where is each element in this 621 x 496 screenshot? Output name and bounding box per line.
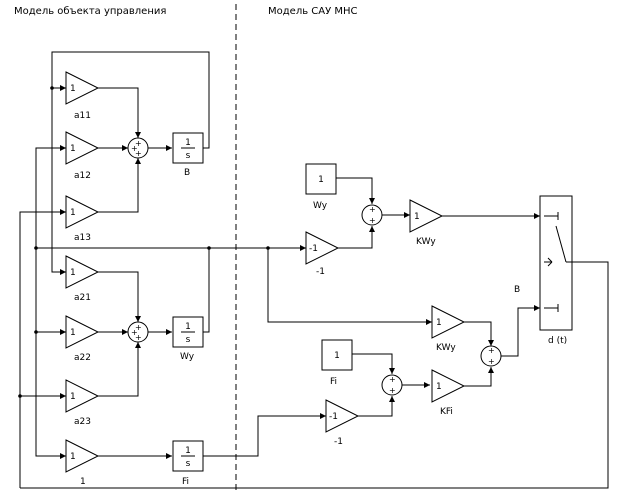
switch-block[interactable]: d (t) — [539, 195, 573, 346]
feedback-wires — [18, 51, 609, 489]
svg-text:+: + — [131, 328, 138, 337]
svg-text:+: + — [389, 386, 396, 395]
constant-fi[interactable]: 1 Fi — [321, 339, 353, 387]
gain-a23[interactable]: 1 a23 — [65, 379, 100, 427]
svg-text:+: + — [488, 346, 495, 355]
sum-block-fi-error[interactable]: + + — [381, 374, 403, 396]
svg-text:+: + — [135, 323, 142, 332]
gain-1[interactable]: 1 1 — [65, 439, 100, 487]
svg-text:a23: a23 — [74, 417, 91, 427]
svg-text:1: 1 — [70, 452, 76, 462]
svg-text:1: 1 — [70, 392, 76, 402]
switch-side-label: B — [514, 285, 520, 295]
gain-a12[interactable]: 1 a12 — [65, 131, 100, 181]
integrator-wy[interactable]: 1 s Wy — [172, 316, 204, 362]
svg-text:KWy: KWy — [416, 237, 436, 247]
gain-a11[interactable]: 1 a11 — [65, 71, 100, 121]
svg-text:a21: a21 — [74, 293, 91, 303]
svg-text:Wy: Wy — [180, 352, 195, 362]
svg-text:Wy: Wy — [313, 201, 328, 211]
svg-text:Fi: Fi — [330, 377, 337, 387]
svg-text:d (t): d (t) — [548, 336, 567, 346]
gain-neg1-top[interactable]: -1 -1 — [305, 231, 340, 277]
svg-text:+: + — [369, 205, 376, 214]
svg-text:+: + — [135, 149, 142, 158]
svg-text:a13: a13 — [74, 233, 91, 243]
svg-text:1: 1 — [70, 328, 76, 338]
svg-text:+: + — [135, 139, 142, 148]
sum-block-b[interactable]: + + + — [127, 137, 149, 159]
svg-text:1: 1 — [70, 84, 76, 94]
svg-text:KWy: KWy — [436, 343, 456, 353]
svg-text:1: 1 — [185, 446, 191, 456]
svg-text:1: 1 — [414, 212, 420, 222]
sum-block-wy-error[interactable]: + + — [361, 204, 383, 226]
gain-a13[interactable]: 1 a13 — [65, 195, 100, 243]
svg-text:1: 1 — [334, 351, 340, 361]
svg-text:1: 1 — [318, 175, 324, 185]
svg-text:-1: -1 — [334, 437, 343, 447]
svg-text:s: s — [186, 151, 191, 161]
gain-kwy-mid[interactable]: 1 KWy — [431, 305, 466, 353]
svg-text:1: 1 — [80, 477, 86, 487]
left-section-title: Модель объекта управления — [14, 6, 166, 17]
gain-kfi[interactable]: 1 KFi — [431, 369, 466, 417]
svg-text:+: + — [389, 375, 396, 384]
svg-text:a12: a12 — [74, 171, 91, 181]
svg-text:KFi: KFi — [440, 407, 453, 417]
svg-text:1: 1 — [185, 138, 191, 148]
integrator-fi[interactable]: 1 s Fi — [172, 440, 204, 487]
svg-text:B: B — [184, 168, 190, 178]
svg-text:1: 1 — [70, 268, 76, 278]
svg-text:+: + — [369, 216, 376, 225]
svg-text:Fi: Fi — [182, 477, 189, 487]
sum-block-output[interactable]: + + — [480, 345, 502, 367]
gain-a22[interactable]: 1 a22 — [65, 315, 100, 363]
svg-text:+: + — [488, 357, 495, 366]
svg-text:-1: -1 — [309, 244, 318, 254]
svg-text:a11: a11 — [74, 111, 91, 121]
integrator-b[interactable]: 1 s B — [172, 132, 204, 178]
constant-wy[interactable]: 1 Wy — [305, 163, 337, 211]
right-section-title: Модель САУ МНС — [268, 6, 358, 17]
svg-text:-1: -1 — [316, 267, 325, 277]
svg-text:1: 1 — [436, 318, 442, 328]
svg-text:s: s — [186, 459, 191, 469]
svg-text:1: 1 — [185, 322, 191, 332]
svg-text:a22: a22 — [74, 353, 91, 363]
gain-kwy-top[interactable]: 1 KWy — [409, 199, 444, 247]
svg-text:1: 1 — [436, 382, 442, 392]
svg-text:-1: -1 — [329, 412, 338, 422]
gain-neg1-bottom[interactable]: -1 -1 — [325, 399, 360, 447]
sum-block-wy[interactable]: + + + — [127, 321, 149, 343]
gain-a21[interactable]: 1 a21 — [65, 255, 100, 303]
svg-text:+: + — [131, 144, 138, 153]
svg-text:1: 1 — [70, 208, 76, 218]
svg-text:1: 1 — [70, 144, 76, 154]
svg-text:+: + — [135, 333, 142, 342]
svg-text:s: s — [186, 335, 191, 345]
